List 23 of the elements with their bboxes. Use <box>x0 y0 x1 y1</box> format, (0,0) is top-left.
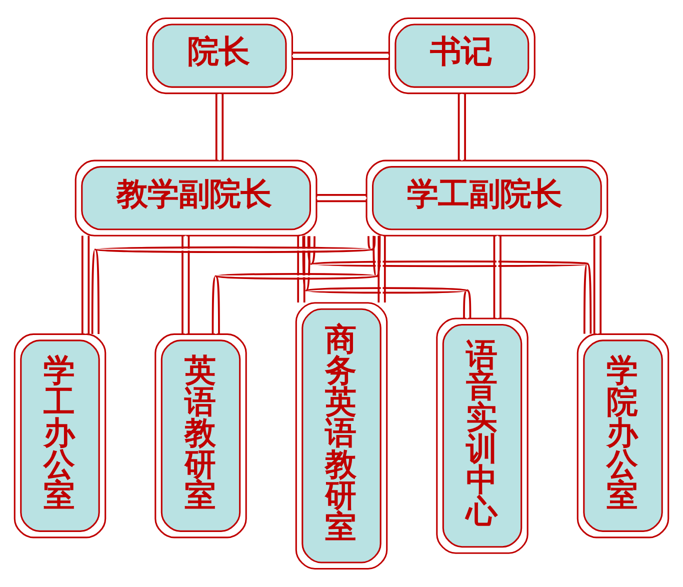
connector <box>458 94 466 160</box>
connector <box>493 236 502 318</box>
connector <box>182 236 190 334</box>
connector <box>307 236 592 334</box>
connector <box>292 52 389 60</box>
connector <box>593 236 602 334</box>
node-box: 院长 <box>146 17 294 94</box>
connector <box>215 94 224 160</box>
node-box: 教学副院长 <box>74 160 318 236</box>
connector <box>378 236 386 303</box>
connector <box>302 236 472 318</box>
node-box: 学工副院长 <box>366 160 608 236</box>
connector <box>91 236 376 334</box>
node-box: 语音实训中心 <box>436 318 528 554</box>
connector <box>212 236 381 334</box>
node-box: 商务英语教研室 <box>295 302 388 570</box>
node-box: 学工办公室 <box>14 333 106 538</box>
connector <box>316 194 366 202</box>
node-box: 英语教研室 <box>154 333 247 538</box>
connector <box>297 236 306 303</box>
connector <box>81 236 90 334</box>
node-box: 学院办公室 <box>576 333 670 538</box>
node-box: 书记 <box>388 17 536 94</box>
